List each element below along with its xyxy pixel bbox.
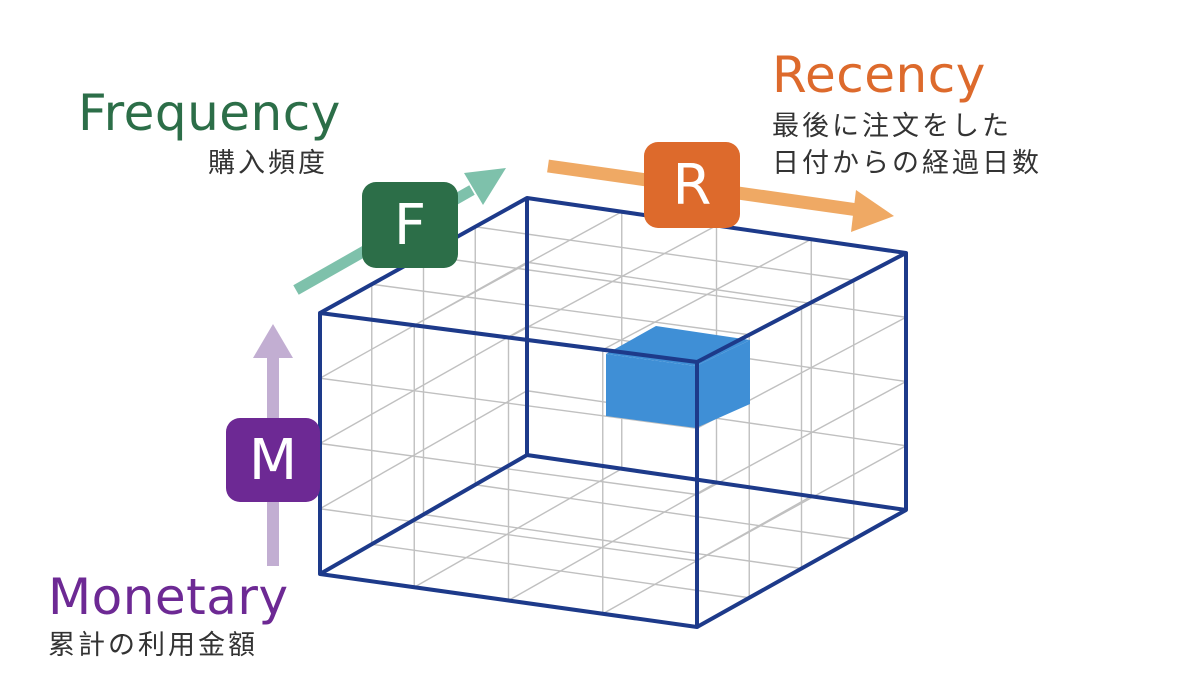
recency-subtitle-line2: 日付からの経過日数 — [772, 148, 1042, 179]
grid-line — [475, 226, 854, 281]
highlighted-cell-side — [696, 340, 750, 428]
grid-line — [602, 238, 812, 351]
frequency-subtitle: 購入頻度 — [208, 148, 328, 179]
monetary-subtitle: 累計の利用金額 — [48, 630, 258, 661]
grid-line — [319, 508, 698, 562]
cube-hidden-edge-bottom — [319, 453, 528, 576]
recency-badge: R — [644, 142, 740, 228]
cube-grid-lines — [319, 211, 907, 615]
frequency-badge: F — [362, 182, 458, 268]
monetary-badge: M — [226, 418, 320, 502]
grid-line — [475, 484, 854, 540]
recency-title: Recency — [772, 46, 986, 104]
highlighted-cell-front — [606, 354, 696, 428]
grid-line — [423, 254, 802, 309]
grid-line — [696, 380, 907, 496]
grid-line — [319, 442, 698, 496]
grid-line — [319, 390, 528, 510]
grid-line — [319, 325, 528, 445]
recency-subtitle-line1: 最後に注文をした — [772, 111, 1012, 142]
monetary-title: Monetary — [48, 568, 289, 626]
frequency-title: Frequency — [78, 84, 341, 142]
grid-line — [423, 513, 802, 570]
grid-line — [602, 495, 812, 615]
